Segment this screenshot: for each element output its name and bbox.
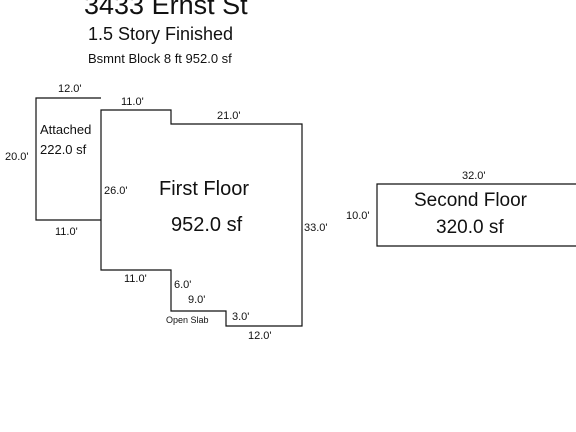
first-floor-step-horizontal-dimension: 9.0'	[188, 294, 206, 306]
open-slab-label: Open Slab	[166, 315, 209, 325]
first-floor-label: First Floor	[159, 178, 249, 200]
second-floor-area: 320.0 sf	[436, 217, 504, 238]
attached-area: 222.0 sf	[40, 142, 87, 157]
first-floor-left-dimension: 26.0'	[104, 185, 128, 197]
attached-outline	[35, 97, 101, 221]
first-floor-right-dimension: 33.0'	[304, 222, 328, 234]
first-floor-area: 952.0 sf	[171, 214, 243, 236]
second-floor-outline	[376, 183, 576, 247]
attached-bottom-dimension: 11.0'	[55, 226, 78, 238]
second-floor-left-dimension: 10.0'	[346, 210, 370, 222]
first-floor-bottom-dimension: 12.0'	[248, 330, 272, 342]
attached-top-dimension: 12.0'	[58, 83, 82, 95]
first-floor-top-left-dimension: 11.0'	[121, 96, 144, 108]
story-subtitle: 1.5 Story Finished	[88, 24, 234, 44]
first-floor-step-small-dimension: 3.0'	[232, 311, 250, 323]
second-floor-top-dimension: 32.0'	[462, 170, 486, 182]
basement-info: Bsmnt Block 8 ft 952.0 sf	[88, 51, 232, 66]
address-title: 3433 Ernst St	[84, 0, 248, 20]
first-floor-top-right-dimension: 21.0'	[217, 110, 241, 122]
first-floor-step-vertical-dimension: 6.0'	[174, 279, 192, 291]
first-floor-outline	[100, 109, 303, 327]
attached-left-dimension: 20.0'	[5, 151, 29, 163]
first-floor-lower-left-dimension: 11.0'	[124, 273, 147, 285]
second-floor-label: Second Floor	[414, 190, 528, 211]
attached-label: Attached	[40, 122, 92, 137]
